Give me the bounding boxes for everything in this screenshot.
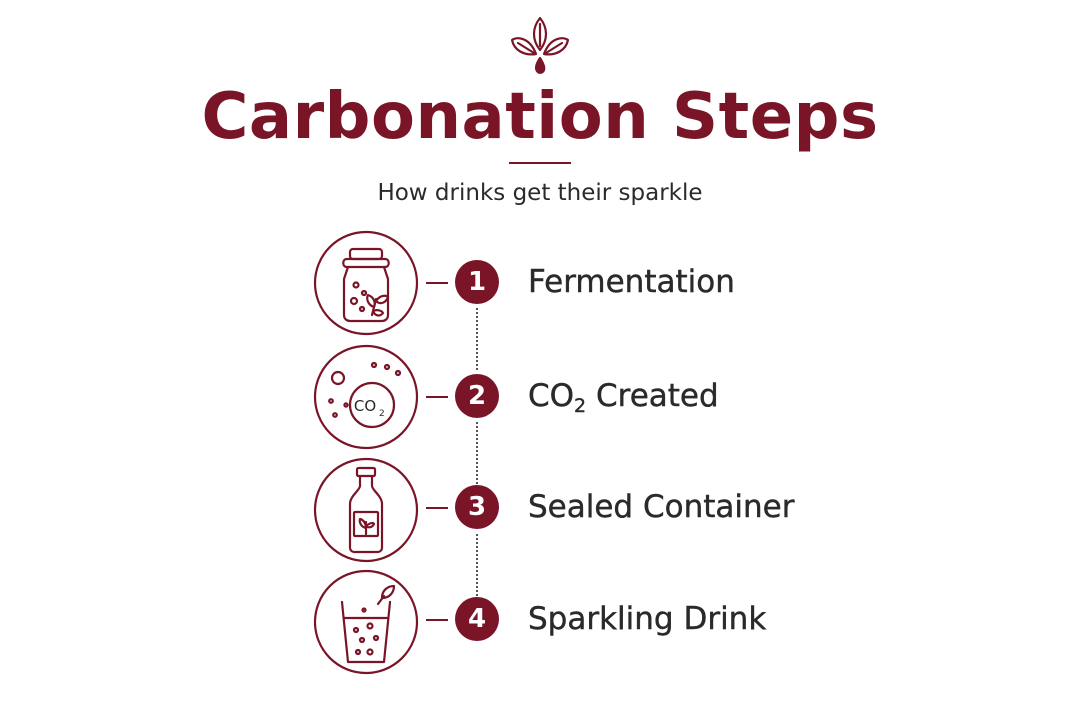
page-subtitle: How drinks get their sparkle (377, 180, 703, 206)
step-3-number: 3 (455, 485, 499, 529)
step-2-label-main: CO (528, 378, 575, 414)
step-2-connector (426, 396, 448, 398)
step-4-label: Sparkling Drink (528, 601, 767, 637)
step-1-label: Fermentation (528, 264, 735, 300)
step-3-4-dotted-line (476, 534, 478, 596)
page-title: Carbonation Steps (201, 80, 879, 154)
step-3-connector (426, 507, 448, 509)
glass-with-bubbles-icon (313, 569, 419, 675)
co2-bubbles-icon: CO 2 (313, 344, 419, 450)
title-divider (509, 162, 571, 164)
step-2-number: 2 (455, 374, 499, 418)
step-1-2-dotted-line (476, 308, 478, 370)
leaves-drop-icon (510, 16, 570, 74)
bottle-icon (313, 457, 419, 563)
svg-text:2: 2 (379, 409, 385, 419)
step-2-label-subscript: 2 (574, 395, 587, 417)
step-1-number: 1 (455, 260, 499, 304)
jar-with-leaf-icon (313, 230, 419, 336)
step-2-label: CO2 Created (528, 374, 719, 418)
step-4-number: 4 (455, 597, 499, 641)
step-4-connector (426, 619, 448, 621)
svg-text:CO: CO (354, 397, 376, 415)
step-2-3-dotted-line (476, 422, 478, 484)
step-1-connector (426, 282, 448, 284)
step-2-label-rest: Created (586, 378, 719, 414)
step-3-label: Sealed Container (528, 489, 795, 525)
